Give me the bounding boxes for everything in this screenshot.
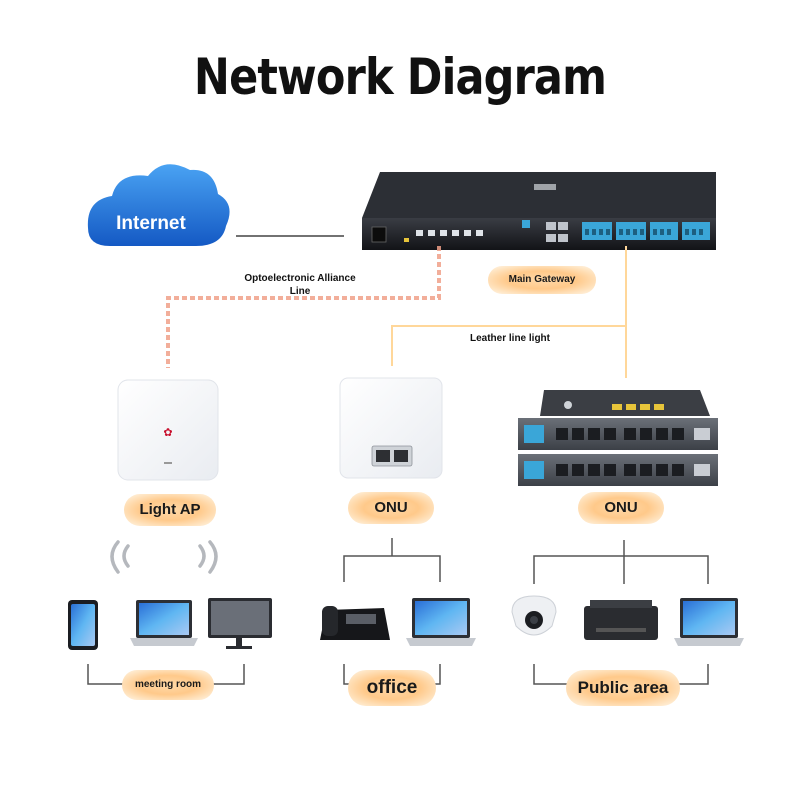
switch-stack-device [518, 390, 718, 486]
public-area-label: Public area [566, 670, 680, 706]
office-laptop-icon [406, 598, 476, 646]
main-gateway-label: Main Gateway [488, 266, 596, 294]
leather-line-label: Leather line light [469, 333, 550, 344]
onu-office-device [339, 377, 443, 479]
main-gateway-device [362, 172, 716, 250]
light-ap-device: ✿ [117, 379, 219, 481]
wifi-wave-icon [110, 540, 218, 574]
laptop-icon [130, 600, 198, 646]
onu-office-label: ONU [348, 492, 434, 524]
optoelectronic-label-line1: Optoelectronic Alliance [244, 273, 356, 284]
optoelectronic-label-line2: Line [289, 286, 311, 297]
monitor-icon [208, 598, 272, 649]
office-label: office [348, 670, 436, 706]
security-camera-icon [511, 595, 557, 636]
leather-line [391, 246, 627, 366]
optoelectronic-label: Optoelectronic Alliance Line [240, 272, 360, 298]
public-connection-lines [533, 540, 709, 584]
internet-cloud-icon: Internet [87, 164, 230, 246]
page-title: Network Diagram [193, 48, 607, 106]
cloud-label: Internet [116, 213, 186, 234]
office-connection-lines [343, 538, 441, 582]
light-ap-label: Light AP [124, 494, 216, 526]
desk-phone-icon [320, 606, 390, 640]
optoelectronic-line [166, 246, 441, 368]
printer-icon [584, 600, 658, 640]
public-laptop-icon [674, 598, 744, 646]
meeting-room-label: meeting room [122, 670, 214, 700]
smartphone-icon [68, 600, 98, 650]
ap-logo-icon: ✿ [163, 427, 172, 439]
onu-public-label: ONU [578, 492, 664, 524]
